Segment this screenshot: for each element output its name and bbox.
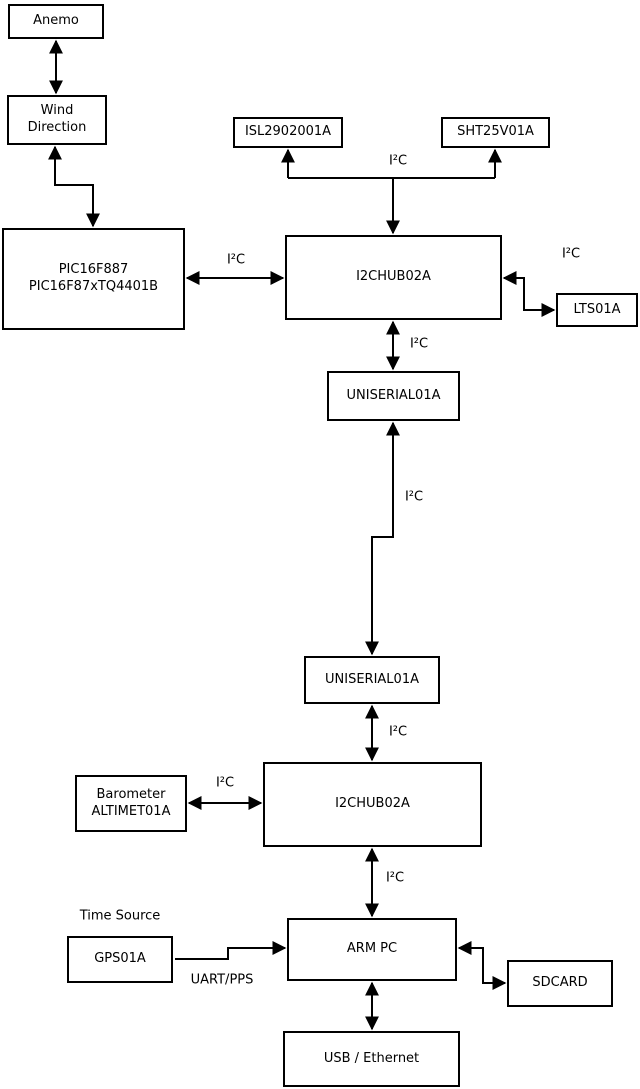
edge-label-uart-pps: UART/PPS — [188, 972, 256, 988]
node-barometer-altimet01a: Barometer ALTIMET01A — [75, 775, 187, 832]
connector-lts-hub1 — [502, 271, 554, 311]
edge-label-i2c-hub1-uni1: I²C — [407, 336, 431, 352]
connector-wind-pic-down — [54, 147, 100, 228]
edge-label-i2c-uni2-hub2: I²C — [386, 724, 410, 740]
edge-label-i2c-pic-hub1: I²C — [224, 252, 248, 268]
edge-label-i2c-hub1-lts: I²C — [559, 246, 583, 262]
node-sht25v01a: SHT25V01A — [441, 117, 550, 148]
node-sdcard: SDCARD — [507, 960, 613, 1007]
node-uniserial01a-2: UNISERIAL01A — [304, 656, 440, 704]
connector-gps-armpc — [175, 941, 287, 960]
edge-label-time-source: Time Source — [77, 908, 163, 924]
connector-uni2-uni1-up — [371, 421, 400, 654]
node-lts01a: LTS01A — [556, 293, 638, 327]
connector-pic-wind-up — [48, 145, 94, 226]
edge-label-i2c-uni1-uni2: I²C — [402, 489, 426, 505]
edge-label-i2c-hub2-armpc: I²C — [383, 870, 407, 886]
node-usb-ethernet: USB / Ethernet — [283, 1031, 460, 1087]
node-arm-pc: ARM PC — [287, 918, 457, 981]
node-isl2902001a: ISL2902001A — [233, 117, 343, 148]
edge-label-i2c-baro-hub2: I²C — [213, 775, 237, 791]
node-anemo: Anemo — [8, 4, 104, 39]
connector-uni1-uni2-down — [365, 423, 394, 656]
connector-sdcard-armpc — [457, 941, 505, 984]
node-gps01a: GPS01A — [67, 936, 173, 983]
node-wind-direction: Wind Direction — [7, 95, 107, 145]
node-i2chub02a-2: I2CHUB02A — [263, 762, 482, 847]
node-uniserial01a-1: UNISERIAL01A — [327, 371, 460, 421]
node-pic16f887: PIC16F887 PIC16F87xTQ4401B — [2, 228, 185, 330]
edge-label-i2c-isl-sht: I²C — [386, 153, 410, 169]
connector-hub1-lts — [504, 277, 556, 317]
node-i2chub02a-1: I2CHUB02A — [285, 235, 502, 320]
